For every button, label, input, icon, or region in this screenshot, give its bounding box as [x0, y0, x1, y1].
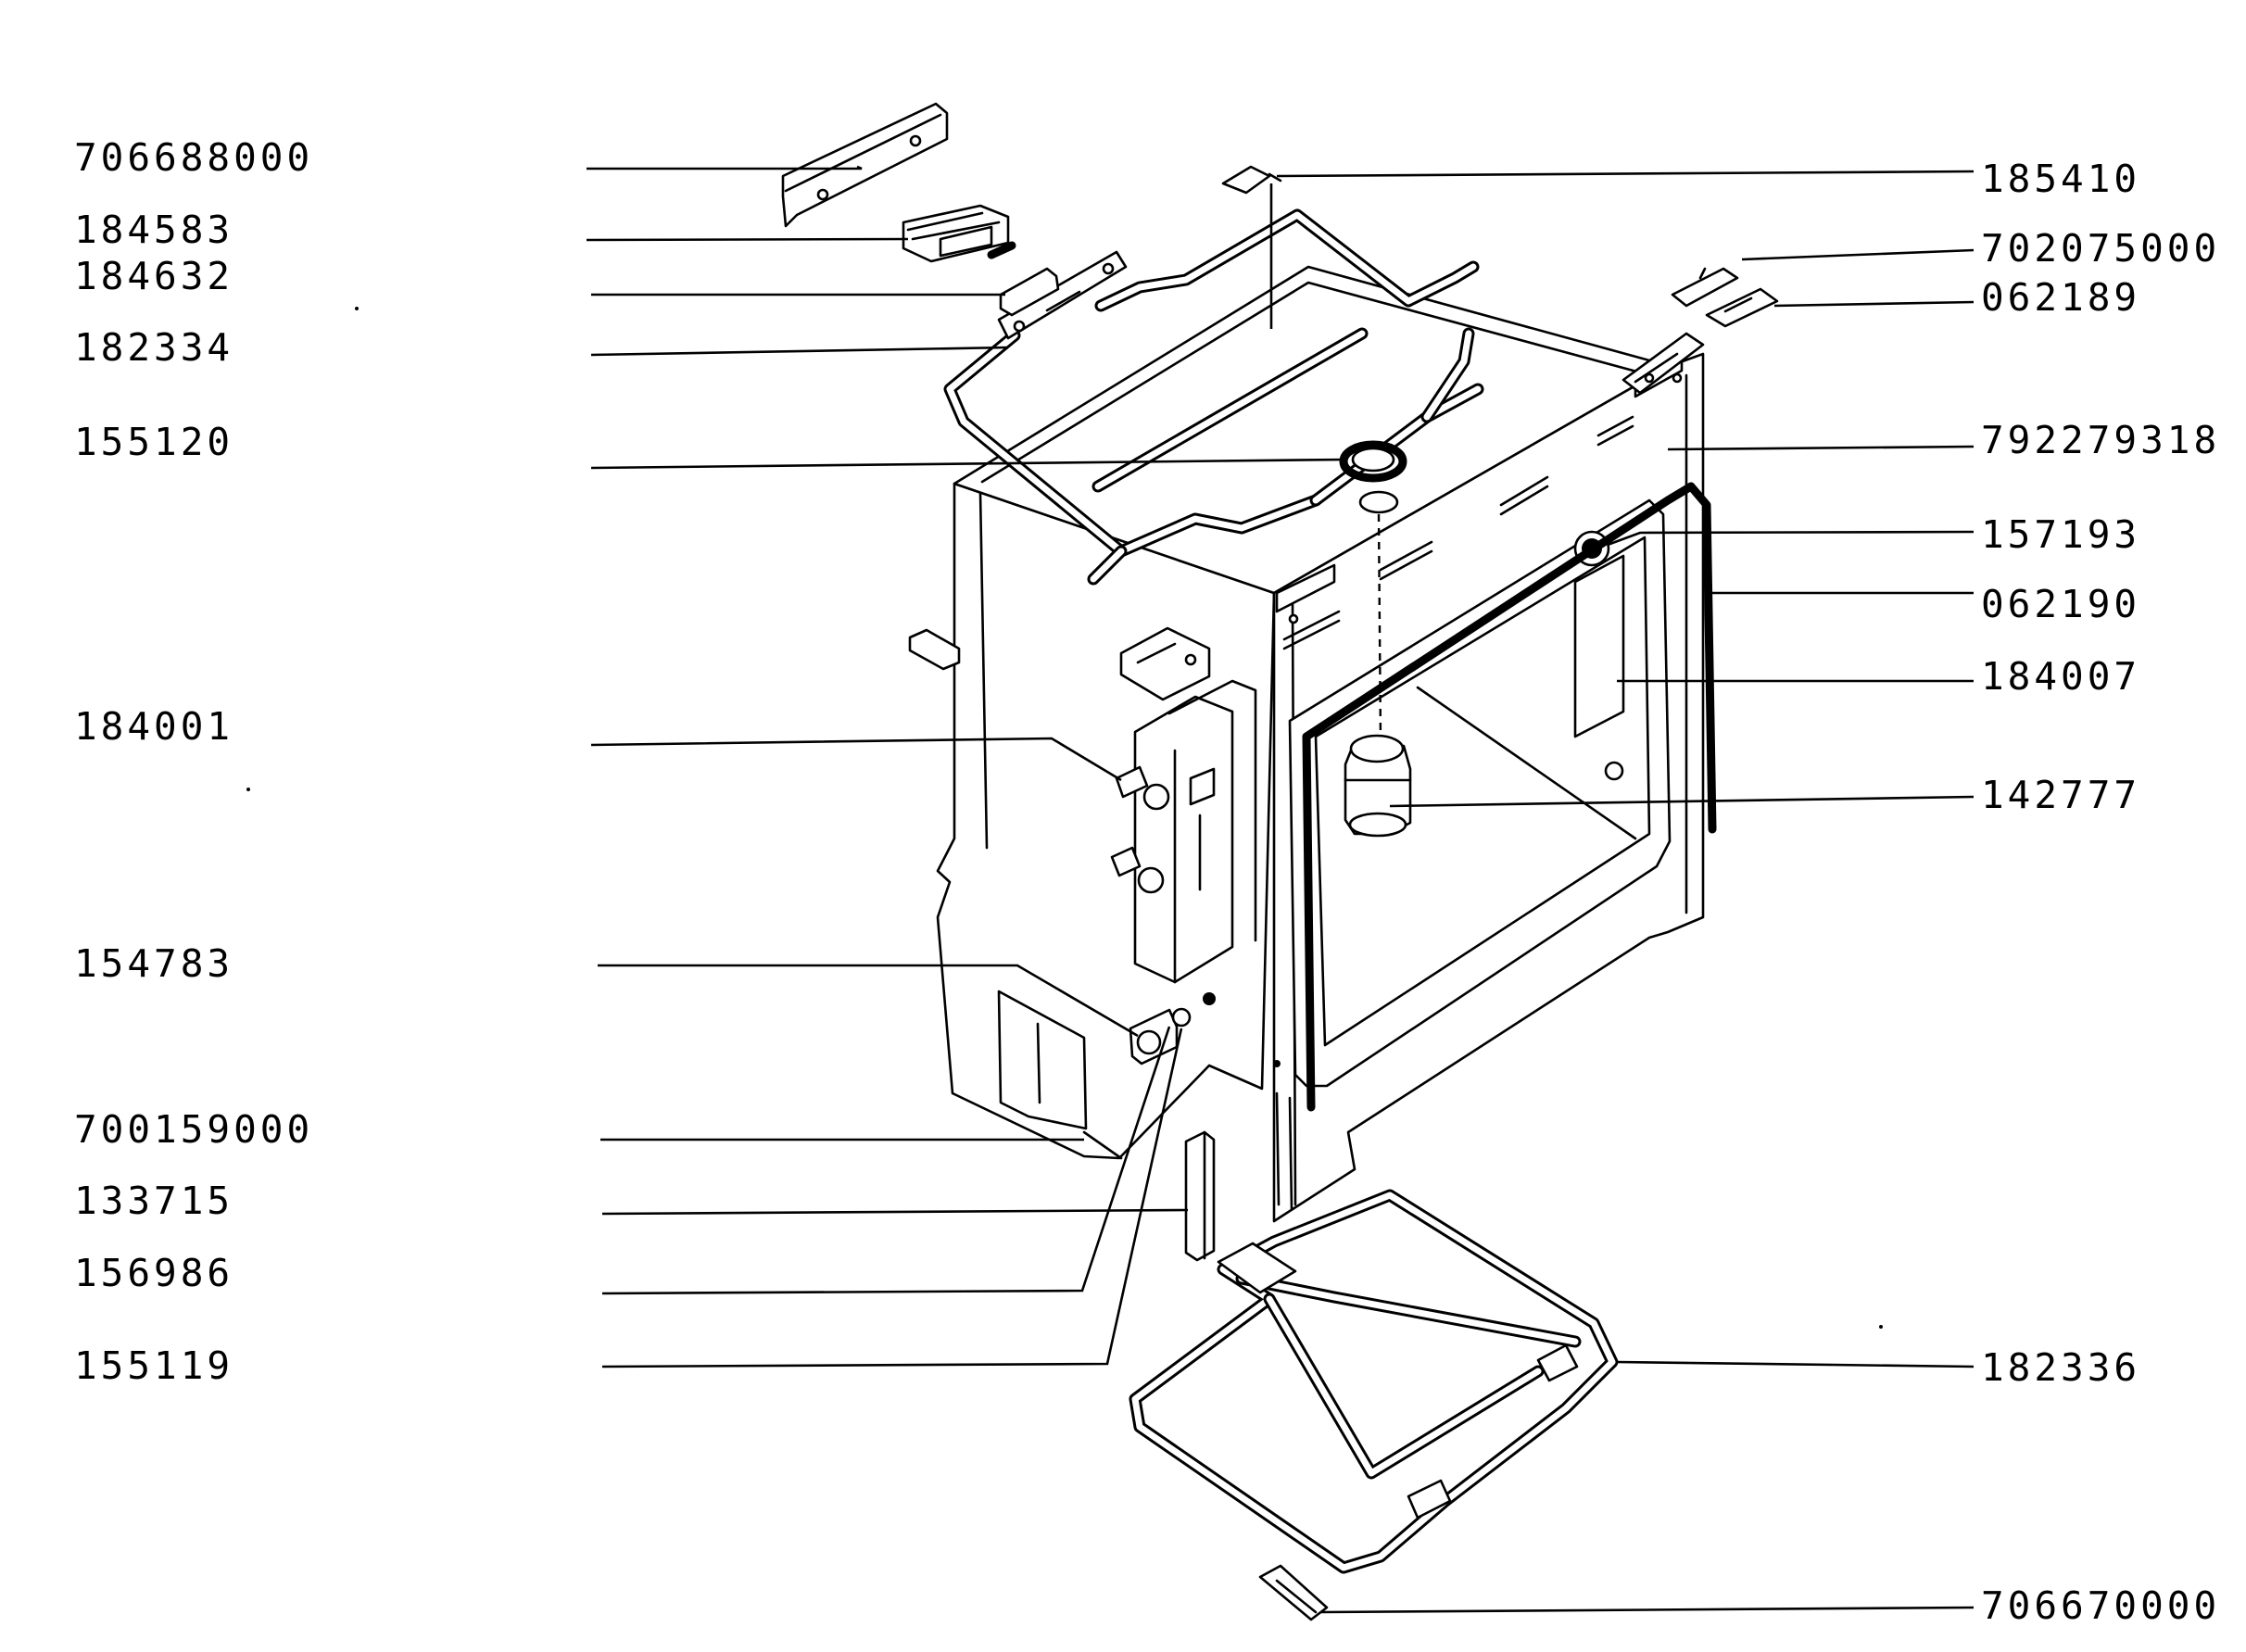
part-label-062190: 062190: [1981, 582, 2140, 626]
side-bracket: [908, 626, 1211, 701]
right-part-labels: 185410 702075000 062189 792279318 157193…: [1981, 157, 2220, 1628]
part-label-706688000: 706688000: [74, 135, 313, 180]
terminal-133715: [1184, 1130, 1216, 1262]
hinge-parts: [1671, 267, 1779, 328]
part-label-133715: 133715: [74, 1179, 233, 1223]
bracket-700159000: [997, 990, 1123, 1160]
part-label-185410: 185410: [1981, 157, 2140, 201]
clip-706670000: [1258, 1564, 1329, 1621]
part-label-155119: 155119: [74, 1343, 233, 1388]
sensor-assembly: [1129, 992, 1216, 1066]
part-label-182334: 182334: [74, 325, 233, 370]
part-label-184632: 184632: [74, 254, 233, 298]
door-seal-062190: [1302, 482, 1717, 1112]
part-label-700159000: 700159000: [74, 1107, 313, 1152]
part-label-184583: 184583: [74, 208, 233, 252]
part-label-155120: 155120: [74, 420, 233, 464]
hinge-bracket-side: [1621, 332, 1705, 395]
part-label-182336: 182336: [1981, 1345, 2140, 1390]
thermal-cutout-184583: [902, 204, 1010, 263]
part-label-706670000: 706670000: [1981, 1583, 2220, 1628]
lamp-cover-184007: [1573, 554, 1625, 781]
part-label-154783: 154783: [74, 941, 233, 986]
left-part-labels: 706688000 184583 184632 182334 155120 18…: [74, 135, 313, 1388]
part-label-157193: 157193: [1981, 512, 2140, 557]
part-label-142777: 142777: [1981, 773, 2140, 817]
left-leader-lines: [586, 165, 1346, 1368]
part-label-184001: 184001: [74, 704, 233, 749]
thermostat-184001: [1110, 679, 1257, 984]
part-label-702075000: 702075000: [1981, 226, 2220, 271]
part-label-184007: 184007: [1981, 654, 2140, 699]
part-label-156986: 156986: [74, 1251, 233, 1295]
part-label-062189: 062189: [1981, 275, 2140, 320]
bottom-heating-element: [1129, 1189, 1619, 1574]
lamp-assembly: [1339, 440, 1412, 838]
right-leader-lines: [1269, 170, 1975, 1614]
clip-185410: [1221, 165, 1282, 195]
bracket-706688000: [781, 102, 949, 228]
part-label-792279318: 792279318: [1981, 418, 2220, 462]
terminal-plates: [987, 241, 1128, 340]
